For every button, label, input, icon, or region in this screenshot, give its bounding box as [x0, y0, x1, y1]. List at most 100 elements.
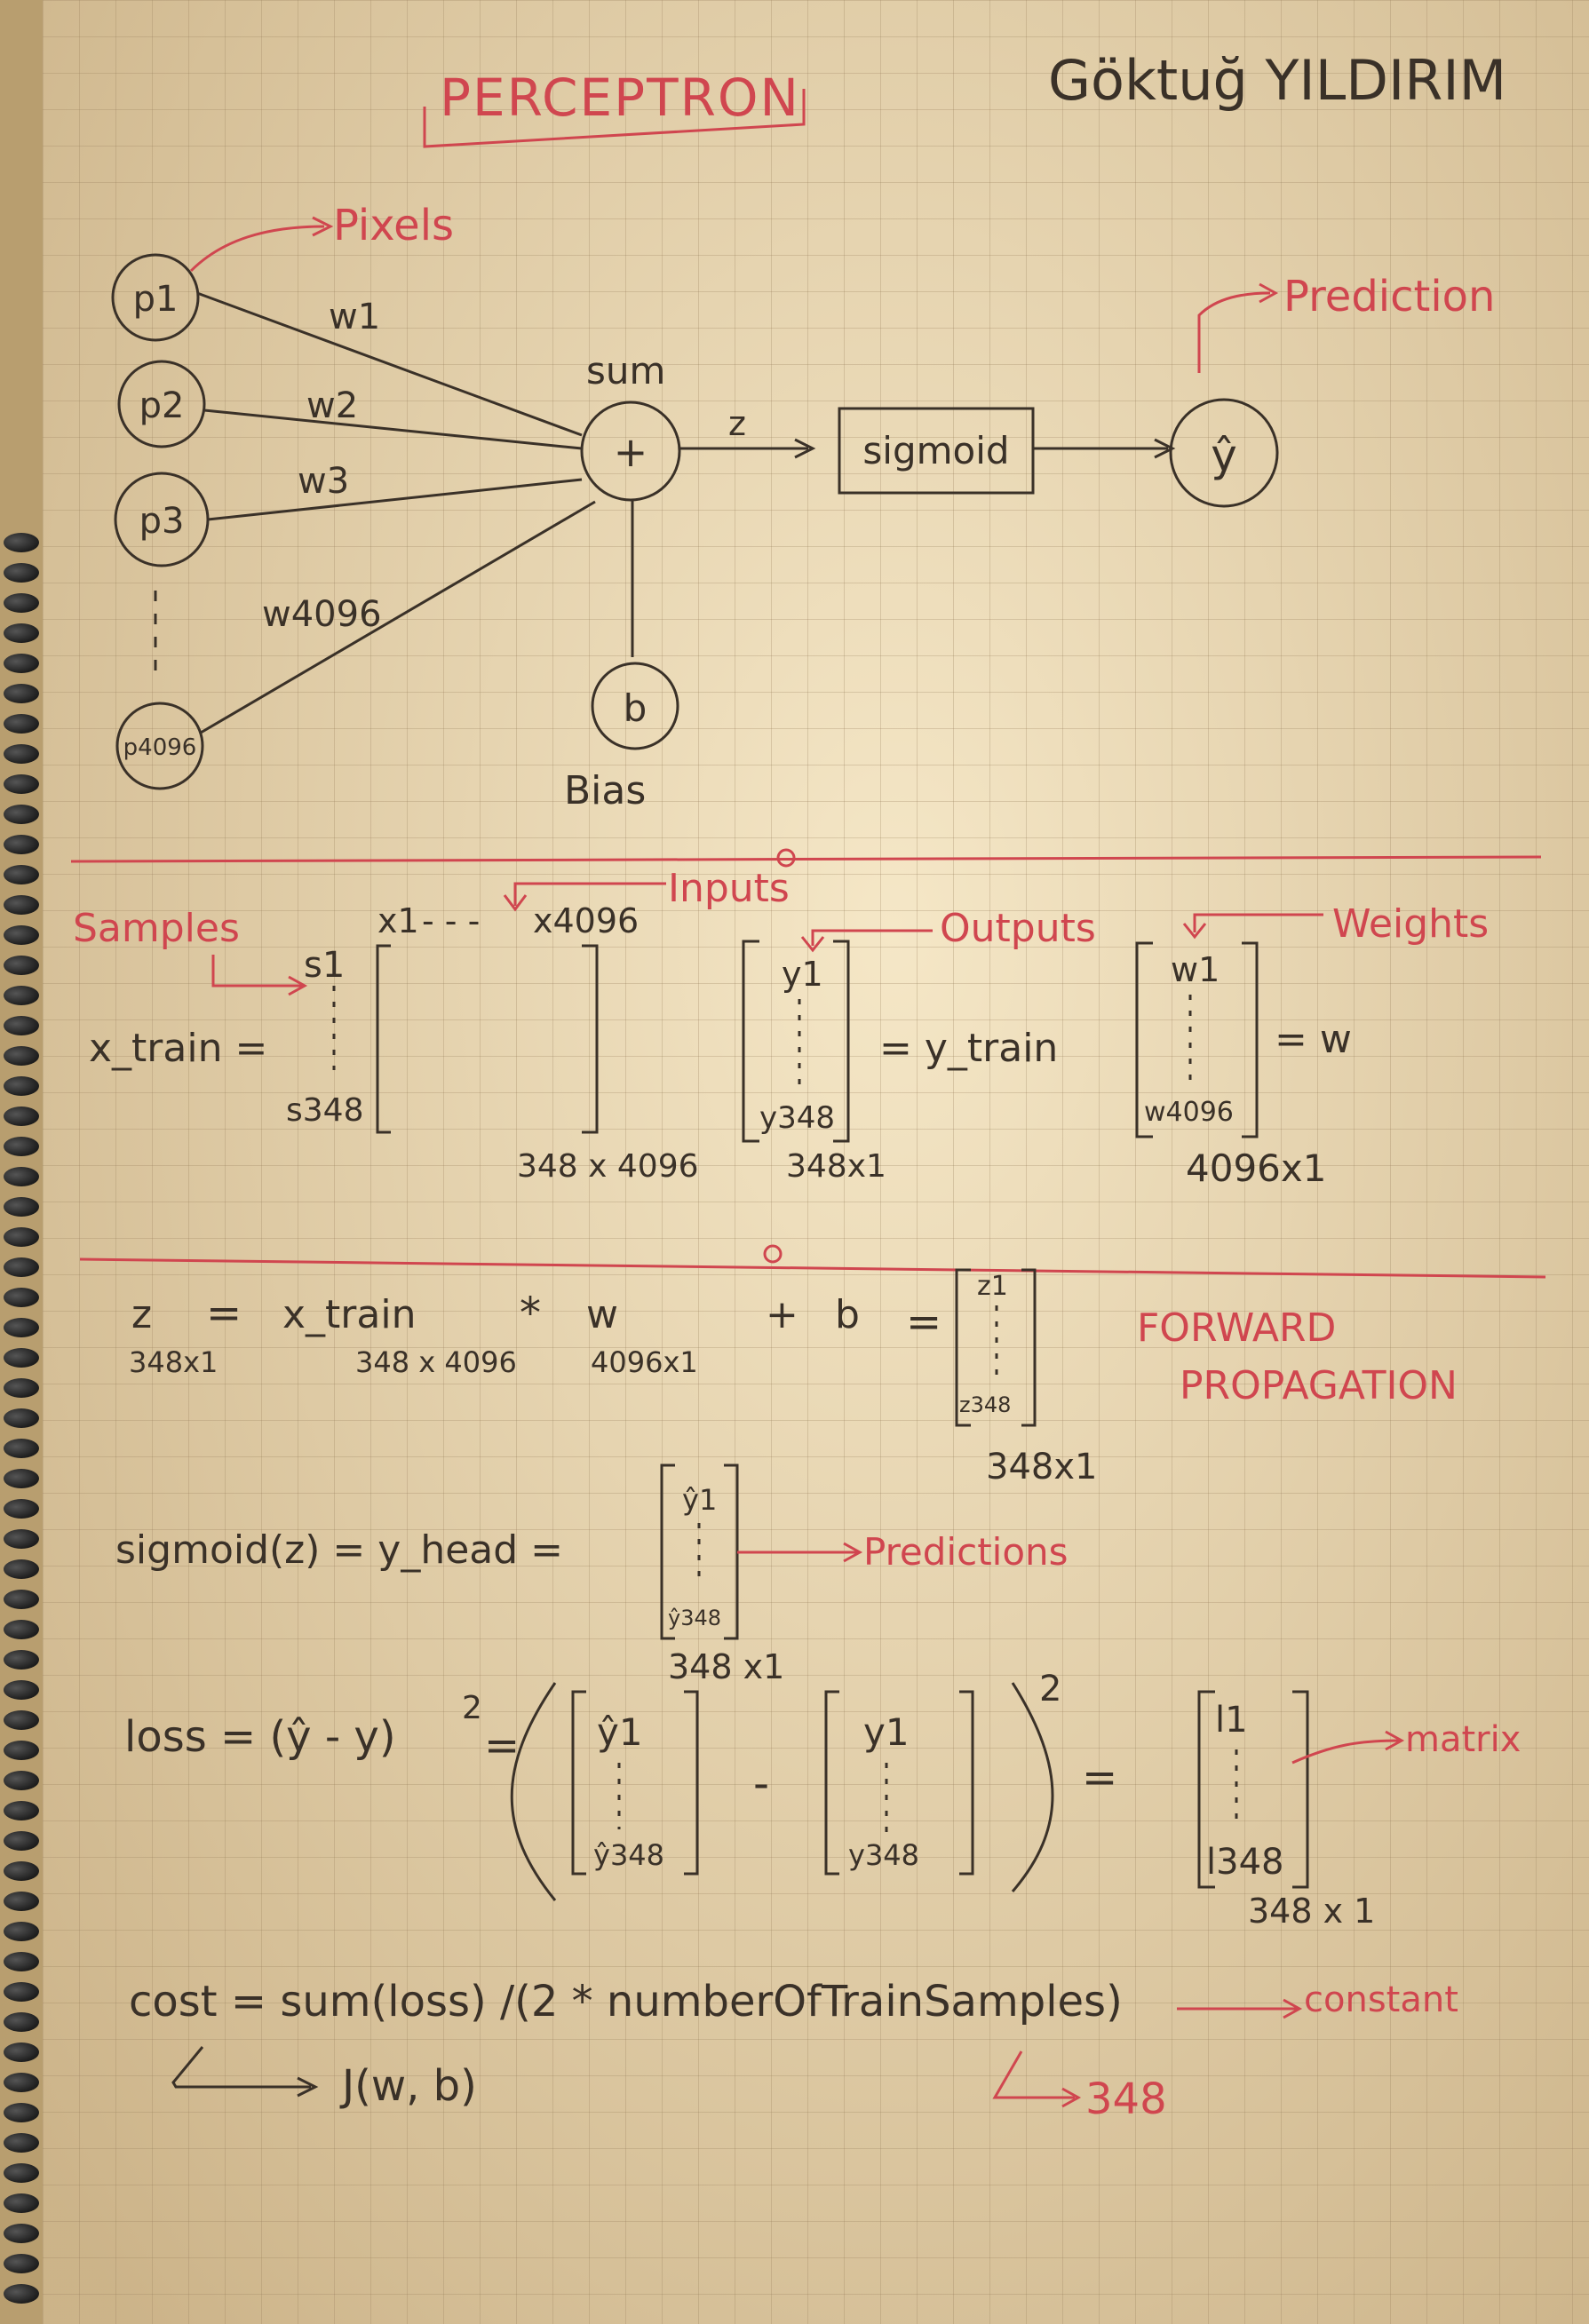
sigmoid-label: sigmoid [862, 429, 1009, 472]
eq-z: z [131, 1292, 152, 1337]
samples-label: Samples [73, 906, 240, 951]
loss-paren-right [1011, 1682, 1054, 1892]
spiral-ring [4, 533, 39, 552]
spiral-ring [4, 774, 39, 794]
spiral-ring [4, 623, 39, 643]
spiral-ring [4, 1861, 39, 1881]
spiral-ring [4, 805, 39, 824]
loss-paren-left [510, 1682, 557, 1901]
spiral-ring [4, 1378, 39, 1398]
prediction-label: Prediction [1283, 272, 1495, 321]
author-name: Göktuğ YILDIRIM [1048, 48, 1506, 113]
spiral-ring [4, 835, 39, 854]
title-underline [423, 89, 806, 148]
spiral-ring [4, 1952, 39, 1971]
predictions-label: Predictions [863, 1530, 1069, 1574]
input-node-p2: p2 [117, 360, 206, 448]
spiral-ring [4, 956, 39, 975]
weight-label-w1: w1 [329, 297, 380, 337]
yhead-dim: 348 x1 [668, 1647, 784, 1686]
constant-label: constant [1304, 1979, 1458, 2020]
spiral-ring [4, 1257, 39, 1277]
spiral-ring [4, 1559, 39, 1579]
s-last: s348 [286, 1092, 363, 1129]
loss-y-first: y1 [863, 1710, 910, 1754]
spiral-ring [4, 2133, 39, 2153]
spiral-ring [4, 1680, 39, 1700]
spiral-ring [4, 1408, 39, 1428]
x-range-end: x4096 [533, 901, 639, 940]
spiral-ring [4, 1922, 39, 1941]
loss-l-first: l1 [1215, 1700, 1248, 1741]
spiral-ring [4, 684, 39, 703]
loss-dim: 348 x 1 [1248, 1892, 1375, 1931]
loss-l-last: l348 [1206, 1842, 1283, 1883]
inputs-arrow-head [503, 894, 528, 912]
loss-yhat-last: ŷ348 [593, 1838, 664, 1872]
sum-node: + [580, 401, 681, 502]
loss-y-bracket-right [959, 1690, 974, 1876]
spiral-ring [4, 1227, 39, 1247]
spiral-ring [4, 1499, 39, 1519]
matrix-arrow [1291, 1739, 1400, 1765]
weights-label: Weights [1332, 901, 1489, 947]
cost-equation: cost = sum(loss) /(2 * numberOfTrainSamp… [129, 1977, 1123, 2027]
input-node-p3: p3 [114, 472, 210, 567]
spiral-ring [4, 1771, 39, 1790]
pixels-label: Pixels [333, 201, 454, 250]
output-node: ŷ [1169, 398, 1279, 508]
loss-l-bracket-right [1292, 1690, 1309, 1889]
spiral-ring [4, 925, 39, 945]
pixels-arrow [189, 225, 325, 273]
spiral-ring [4, 1620, 39, 1639]
spiral-ring [4, 1076, 39, 1096]
cost-alias: J(w, b) [339, 2061, 477, 2111]
loss-y-last: y348 [848, 1838, 919, 1872]
eq-x-train: x_train [282, 1292, 416, 1337]
z-dim: 348x1 [129, 1345, 218, 1379]
sigmoid-equation: sigmoid(z) = y_head = [115, 1527, 563, 1573]
w-bracket-left [1135, 941, 1153, 1138]
samples-arrow [211, 955, 302, 988]
z-last: z348 [959, 1392, 1011, 1417]
bias-label: Bias [564, 768, 646, 813]
weight-line-1 [196, 291, 583, 437]
constant-arrow-head [1283, 1998, 1303, 2019]
y-first: y1 [782, 955, 823, 994]
x-train-label: x_train = [89, 1026, 267, 1071]
input-label: p1 [133, 279, 179, 320]
y-train-label: = y_train [879, 1026, 1058, 1071]
z-bracket-right [1021, 1268, 1037, 1427]
weight-label-w4096: w4096 [262, 594, 382, 635]
spiral-ring [4, 654, 39, 673]
outputs-label: Outputs [940, 906, 1096, 951]
weight-line-2 [203, 408, 583, 450]
sum-label: sum [586, 349, 665, 393]
sum-symbol: + [614, 428, 648, 476]
eq-equals-2: = [906, 1297, 941, 1347]
w-label: = w [1275, 1017, 1352, 1062]
spiral-ring [4, 1892, 39, 1911]
notebook-page [43, 0, 1589, 2324]
pixels-arrow-head [312, 216, 334, 237]
page-title: PERCEPTRON [440, 67, 800, 128]
eq-times: * [520, 1289, 541, 1338]
loss-y-bracket-left [824, 1690, 839, 1876]
input-node-p4096: p4096 [115, 702, 204, 790]
section-divider-2 [79, 1257, 1546, 1279]
spiral-ring [4, 986, 39, 1005]
loss-yhat-first: ŷ1 [597, 1710, 643, 1754]
w-first: w1 [1171, 950, 1220, 989]
spiral-ring [4, 1590, 39, 1609]
matrix-arrow-head [1385, 1730, 1405, 1751]
spiral-ring [4, 1650, 39, 1670]
spiral-ring [4, 1106, 39, 1126]
z-label: z [728, 404, 746, 443]
spiral-ring [4, 1137, 39, 1156]
spiral-binding [0, 0, 43, 2324]
spiral-ring [4, 1348, 39, 1368]
spiral-ring [4, 2284, 39, 2304]
spiral-ring [4, 1529, 39, 1549]
x-train-dim: 348 x 4096 [517, 1148, 699, 1185]
